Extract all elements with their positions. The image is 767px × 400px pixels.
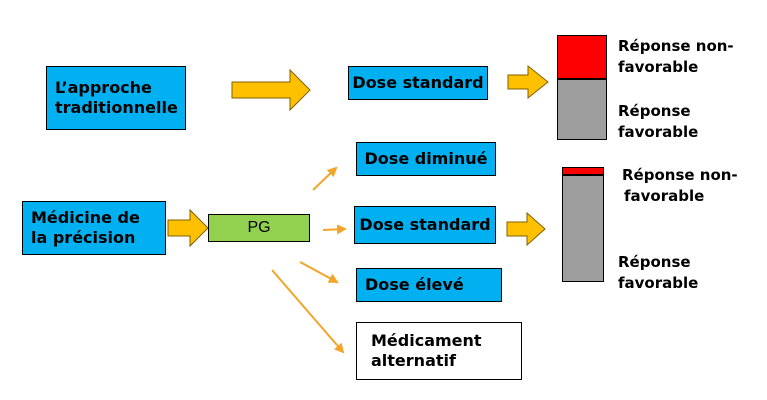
thin-arrow-to-dose-diminue [312, 166, 338, 191]
block-arrow-to-top-bar [507, 64, 549, 100]
bottom-response-bar [562, 167, 604, 282]
top-bar-unfavorable-segment [557, 35, 607, 79]
block-arrow-precision [167, 208, 209, 248]
traditional-label-line2: traditionnelle [55, 98, 178, 117]
top-favorable-line2: favorable [618, 123, 699, 141]
top-bar-favorable-segment [557, 79, 607, 140]
medicament-label-line1: Médicament [371, 331, 482, 350]
dose-standard-mid-box: Dose standard [354, 206, 496, 244]
block-arrow-traditional [231, 68, 311, 112]
precision-label-line2: la précision [31, 228, 136, 247]
dose-eleve-label: Dose élevé [365, 275, 464, 294]
dose-standard-top-box: Dose standard [348, 66, 488, 100]
top-unfavorable-line2: favorable [618, 58, 699, 76]
precision-label-line1: Médicine de [31, 208, 140, 227]
bottom-unfavorable-line1: Réponse non- [622, 166, 738, 184]
top-favorable-line1: Réponse [618, 102, 691, 120]
traditional-approach-box: L’approche traditionnelle [46, 66, 186, 130]
dose-eleve-box: Dose élevé [356, 268, 502, 302]
pg-label: PG [247, 219, 271, 236]
bottom-favorable-line1: Réponse [618, 253, 691, 271]
bottom-unfavorable-label: Réponse non- favorable [622, 165, 738, 207]
top-unfavorable-label: Réponse non- favorable [618, 36, 734, 78]
traditional-label-line1: L’approche [55, 78, 152, 97]
top-unfavorable-line1: Réponse non- [618, 37, 734, 55]
bottom-unfavorable-line2: favorable [624, 187, 705, 205]
bottom-favorable-label: Réponse favorable [618, 252, 698, 294]
top-response-bar [557, 35, 607, 140]
medicament-label-line2: alternatif [371, 351, 456, 370]
block-arrow-to-bottom-bar [506, 211, 546, 247]
bottom-bar-favorable-segment [562, 175, 604, 282]
dose-diminue-label: Dose diminué [364, 149, 488, 168]
bottom-bar-unfavorable-segment [562, 167, 604, 175]
top-favorable-label: Réponse favorable [618, 101, 698, 143]
dose-diminue-box: Dose diminué [356, 142, 496, 176]
thin-arrow-to-dose-eleve [299, 261, 339, 283]
pg-box: PG [208, 214, 310, 242]
thin-arrow-to-dose-standard [322, 224, 347, 235]
medicament-alternatif-box: Médicament alternatif [356, 322, 522, 380]
dose-standard-top-label: Dose standard [352, 73, 484, 92]
precision-medicine-box: Médicine de la précision [22, 201, 166, 255]
dose-standard-mid-label: Dose standard [359, 215, 491, 234]
thin-arrow-to-medicament [271, 269, 345, 354]
bottom-favorable-line2: favorable [618, 274, 699, 292]
